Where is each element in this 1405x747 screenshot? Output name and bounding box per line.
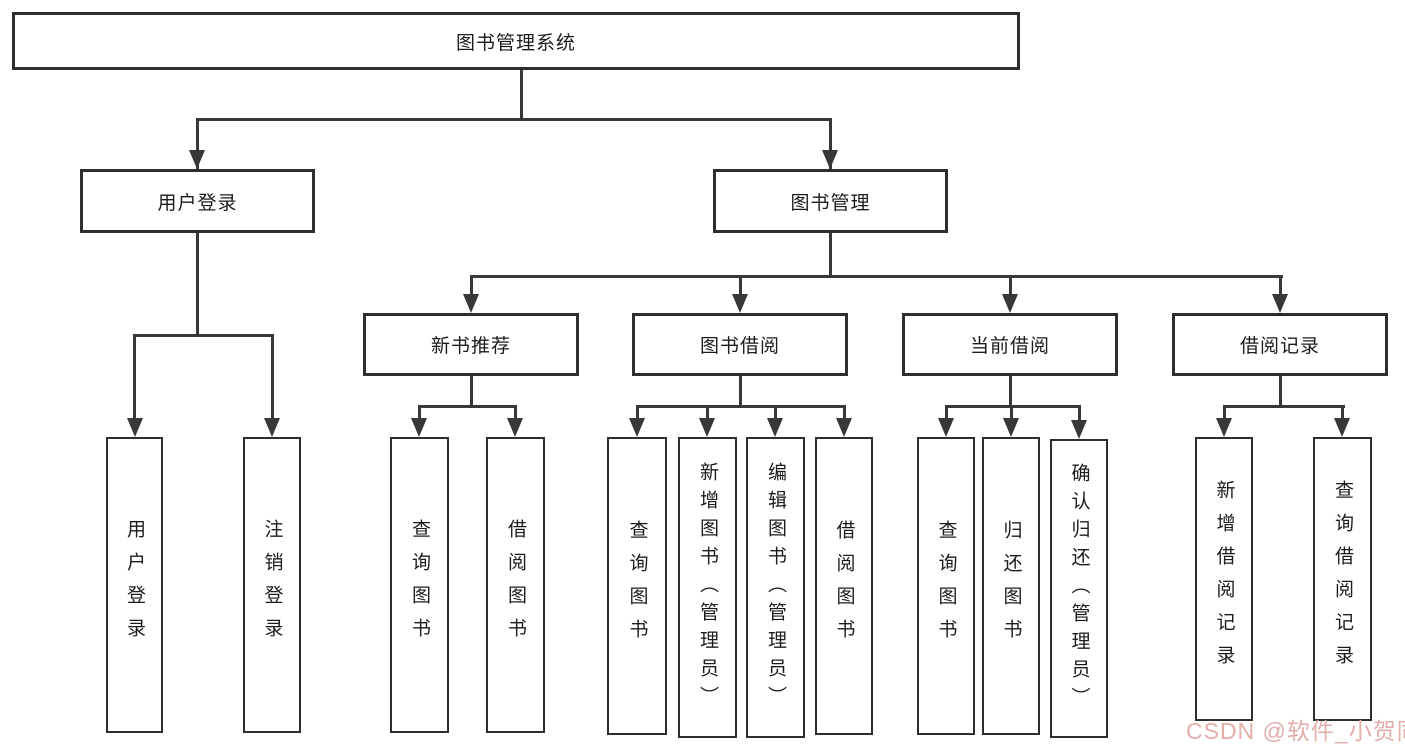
connector-userlogin-down [196, 233, 199, 334]
connector-userlogin-bar [133, 334, 274, 337]
node-bb-borrow-label: 借阅图书 [833, 520, 855, 652]
node-book-mgmt: 图书管理 [713, 169, 948, 233]
connector-root-stem [520, 70, 523, 118]
connector-root-bar [196, 118, 832, 121]
connector-cb-down [1009, 376, 1012, 405]
node-cb-return-label: 归还图书 [1000, 520, 1022, 652]
node-bb-query-label: 查询图书 [626, 520, 648, 652]
node-cb-query: 查询图书 [917, 437, 975, 735]
connector-newbookrec-stem [470, 275, 473, 296]
connector-br-bar [1223, 405, 1345, 408]
node-br-query-label: 查询借阅记录 [1332, 480, 1353, 678]
arrowhead-cb-query [938, 418, 954, 437]
node-nb-borrow: 借阅图书 [486, 437, 545, 733]
node-bb-edit: 编辑图书（管理员） [746, 437, 805, 738]
connector-bookmgmt-down [829, 233, 832, 275]
node-br-add-label: 新增借阅记录 [1213, 480, 1235, 678]
node-ul-user-login: 用户登录 [106, 437, 163, 733]
node-root-label: 图书管理系统 [455, 32, 576, 54]
csdn-watermark: CSDN @软件_小贺同学 [1186, 718, 1405, 744]
arrowhead-bb-query [629, 418, 645, 437]
connector-nb-down [470, 376, 473, 405]
node-cb-confirm-label: 确认归还（管理员） [1068, 462, 1090, 715]
connector-nb-query-stem [418, 405, 421, 420]
arrowhead-borrowrecord [1272, 294, 1288, 313]
node-cb-confirm: 确认归还（管理员） [1050, 439, 1108, 738]
node-bb-add: 新增图书（管理员） [678, 437, 737, 738]
node-bb-borrow: 借阅图书 [815, 437, 873, 735]
arrowhead-cb-return [1003, 418, 1019, 437]
node-nb-borrow-label: 借阅图书 [505, 519, 526, 651]
node-borrow-record-label: 借阅记录 [1239, 336, 1320, 357]
node-user-login: 用户登录 [80, 169, 315, 233]
node-nb-query: 查询图书 [390, 437, 449, 733]
node-br-add: 新增借阅记录 [1195, 437, 1253, 721]
connector-bb-borrow-stem [843, 405, 846, 420]
arrowhead-bb-add [699, 418, 715, 437]
arrowhead-nb-query [411, 418, 427, 437]
connector-br-down [1279, 376, 1282, 405]
node-br-query: 查询借阅记录 [1313, 437, 1372, 721]
node-current-borrow-label: 当前借阅 [969, 336, 1050, 357]
connector-bb-bar [636, 405, 846, 408]
node-bb-edit-label: 编辑图书（管理员） [765, 461, 786, 714]
node-cb-query-label: 查询图书 [935, 520, 957, 652]
connector-bookborrow-stem [739, 275, 742, 296]
node-root: 图书管理系统 [12, 12, 1020, 70]
node-new-book-rec: 新书推荐 [363, 313, 579, 376]
connector-bb-edit-stem [774, 405, 777, 420]
connector-ul-login-stem [133, 334, 136, 420]
node-ul-logout-label: 注销登录 [261, 519, 283, 651]
arrowhead-ul-login [127, 418, 143, 437]
connector-nb-bar [418, 405, 517, 408]
node-ul-user-login-label: 用户登录 [124, 519, 145, 651]
node-ul-logout: 注销登录 [243, 437, 301, 733]
node-book-borrow: 图书借阅 [632, 313, 848, 376]
connector-cb-return-stem [1010, 405, 1013, 420]
connector-br-query-stem [1341, 405, 1344, 420]
node-nb-query-label: 查询图书 [409, 519, 430, 651]
connector-br-add-stem [1223, 405, 1226, 420]
arrowhead-bookmgmt [822, 150, 838, 169]
connector-bb-add-stem [706, 405, 709, 420]
node-book-borrow-label: 图书借阅 [699, 336, 780, 357]
node-current-borrow: 当前借阅 [902, 313, 1118, 376]
arrowhead-userlogin [189, 150, 205, 169]
connector-nb-borrow-stem [514, 405, 517, 420]
arrowhead-currentborrow [1002, 294, 1018, 313]
connector-borrowrecord-stem [1279, 275, 1282, 296]
connector-cb-bar [945, 405, 1081, 408]
node-bb-add-label: 新增图书（管理员） [697, 461, 718, 714]
node-borrow-record: 借阅记录 [1172, 313, 1388, 376]
node-book-mgmt-label: 图书管理 [790, 192, 871, 214]
arrowhead-br-query [1334, 418, 1350, 437]
arrowhead-cb-confirm [1071, 420, 1087, 439]
arrowhead-bookborrow [732, 294, 748, 313]
node-cb-return: 归还图书 [982, 437, 1040, 735]
arrowhead-br-add [1216, 418, 1232, 437]
connector-bb-down [739, 376, 742, 405]
arrowhead-newbookrec [463, 294, 479, 313]
node-bb-query: 查询图书 [607, 437, 667, 735]
arrowhead-nb-borrow [507, 418, 523, 437]
node-user-login-label: 用户登录 [157, 192, 238, 214]
connector-ul-logout-stem [271, 334, 274, 420]
arrowhead-bb-borrow [836, 418, 852, 437]
arrowhead-bb-edit [767, 418, 783, 437]
connector-bb-query-stem [636, 405, 639, 420]
connector-cb-query-stem [945, 405, 948, 420]
connector-cb-confirm-stem [1078, 405, 1081, 420]
connector-currentborrow-stem [1009, 275, 1012, 296]
connector-bookmgmt-bar [470, 275, 1283, 278]
node-new-book-rec-label: 新书推荐 [430, 336, 511, 357]
arrowhead-ul-logout [264, 418, 280, 437]
